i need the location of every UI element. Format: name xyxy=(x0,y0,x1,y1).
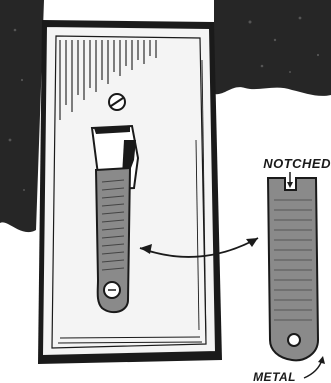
top-screw-icon xyxy=(109,94,125,110)
notched-label: NOTCHED xyxy=(263,156,331,171)
toggle-extension xyxy=(96,168,130,312)
notched-metal-strip xyxy=(268,178,318,360)
metal-pointer xyxy=(304,356,325,378)
notched-pointer xyxy=(287,172,293,188)
metal-label: METAL xyxy=(253,370,296,383)
